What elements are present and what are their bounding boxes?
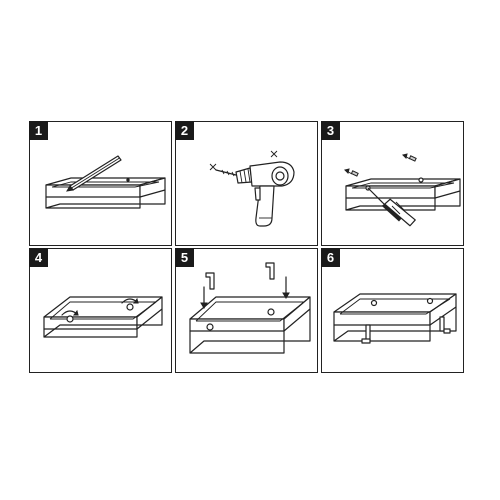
step-panel-1: 1 — [29, 121, 172, 246]
drill-illustration — [209, 150, 295, 227]
hook-insert-illustration — [189, 262, 311, 354]
step-panel-4: 4 — [29, 248, 172, 373]
wall-anchor-icon — [344, 153, 417, 177]
step-number-badge: 2 — [175, 121, 194, 140]
screw-rotate-icon — [61, 297, 139, 323]
hook-icon — [200, 262, 290, 309]
anchor-insert-illustration — [344, 153, 461, 227]
screw-fasten-illustration — [43, 296, 163, 338]
step-panel-2: 2 — [175, 121, 318, 246]
step-number-badge: 3 — [321, 121, 340, 140]
step-panel-6: 6 — [321, 248, 464, 373]
mounted-shelf-illustration — [333, 293, 457, 344]
step-panel-3: 3 — [321, 121, 464, 246]
power-drill-icon — [209, 150, 295, 227]
step-panel-5: 5 — [175, 248, 318, 373]
step-number-badge: 5 — [175, 248, 194, 267]
step-number-badge: 1 — [29, 121, 48, 140]
screwdriver-icon — [367, 187, 416, 227]
step-number-badge: 4 — [29, 248, 48, 267]
pencil-icon — [66, 155, 122, 192]
step-number-badge: 6 — [321, 248, 340, 267]
shelf-marking-illustration — [45, 155, 166, 209]
